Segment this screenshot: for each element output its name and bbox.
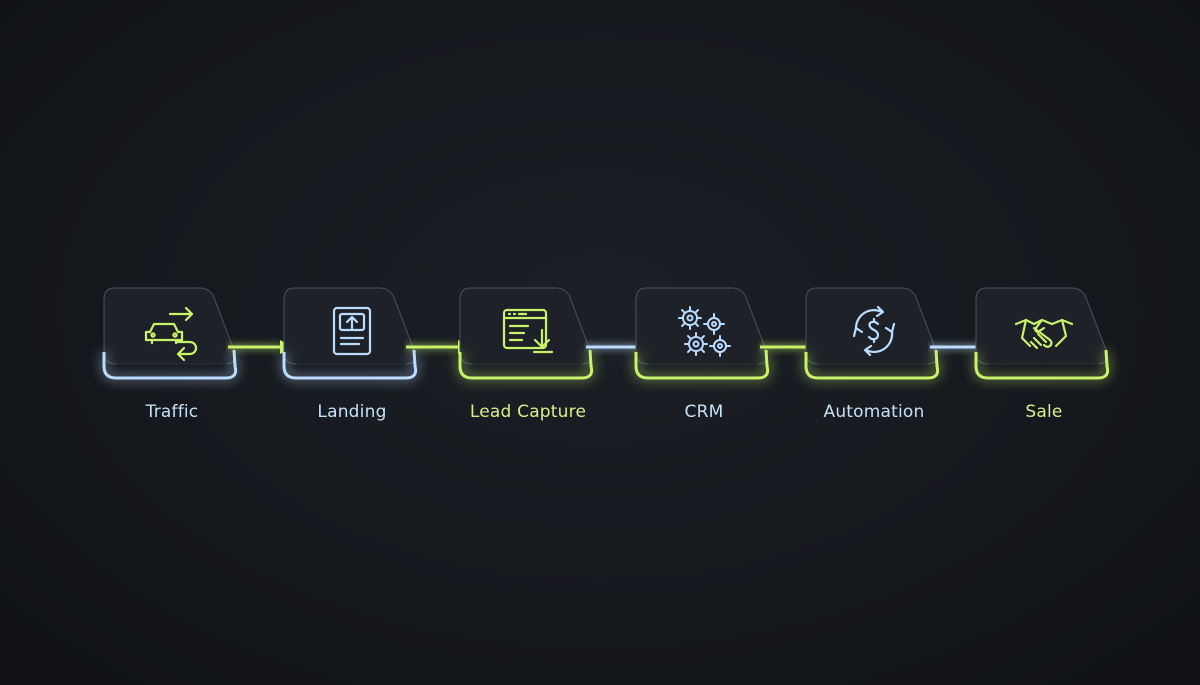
step-label: CRM [684,402,724,422]
step-label: Traffic [145,402,199,422]
tile-glass-shape [102,287,238,380]
tile-glass-shape [974,287,1110,380]
tile-automation [804,287,944,388]
cycle-arrows-icon [852,305,896,357]
step-sale: Sale [974,287,1114,428]
gears-icon [678,306,731,357]
form-download-icon [502,308,554,354]
tile-glass-shape [804,287,940,380]
car-route-icon [144,306,198,362]
step-label: Landing [317,402,387,422]
handshake-icon [1014,318,1074,350]
step-traffic: Traffic [102,287,242,428]
step-crm: CRM [634,287,774,428]
tile-crm [634,287,774,388]
step-landing: Landing [282,287,422,428]
step-label: Lead Capture [469,402,587,422]
step-automation: Automation [804,287,944,428]
step-label: Automation [823,402,925,422]
tile-traffic [102,287,242,388]
tile-sale [974,287,1114,388]
tile-landing [282,287,422,388]
tile-lead-capture [458,287,598,388]
tile-glass-shape [634,287,770,380]
tile-glass-shape [282,287,418,380]
upload-page-icon [332,306,372,356]
step-lead-capture: Lead Capture [458,287,598,428]
step-label: Sale [1025,402,1063,422]
